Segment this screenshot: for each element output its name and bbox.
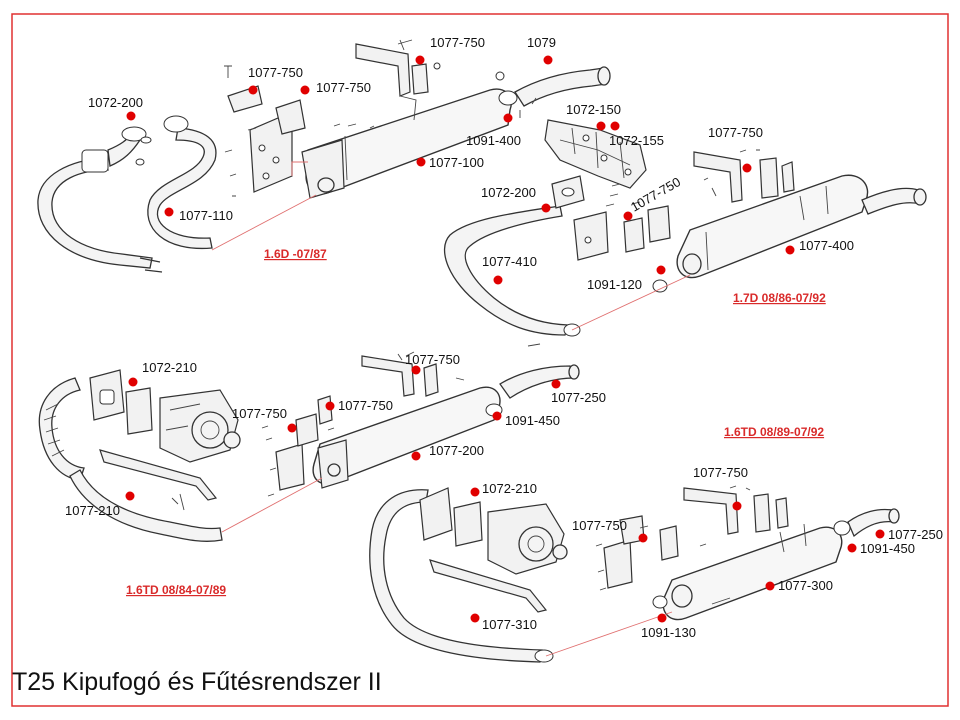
callout-label: 1077-750 (430, 35, 485, 50)
callout-label: 1072-210 (482, 481, 537, 496)
section-label-1-6td-84: 1.6TD 08/84-07/89 (126, 583, 226, 597)
callout-label: 1077-200 (429, 443, 484, 458)
group-1-7d (443, 119, 927, 337)
callout-label: 1077-250 (551, 390, 606, 405)
callout-label: 1077-750 (316, 80, 371, 95)
callout-label: 1091-120 (587, 277, 642, 292)
callout-label: 1077-210 (65, 503, 120, 518)
section-label-1-6d: 1.6D -07/87 (264, 247, 327, 261)
group-1-6td-84 (38, 343, 580, 542)
group-1-6d (37, 39, 611, 273)
section-label-1-6td-89: 1.6TD 08/89-07/92 (724, 425, 824, 439)
callout-label: 1072-210 (142, 360, 197, 375)
callout-label: 1077-410 (482, 254, 537, 269)
page-title: T25 Kipufogó és Fűtésrendszer II (12, 668, 382, 696)
callout-label: 1077-110 (179, 208, 233, 223)
callout-label: 1077-750 (708, 125, 763, 140)
callout-labels: 1072-200 1077-750 1077-750 1077-750 1079… (65, 35, 943, 640)
callout-label: 1077-750 (232, 406, 287, 421)
frame-border (11, 13, 949, 707)
callout-label: 1091-450 (860, 541, 915, 556)
callout-label: 1077-750 (248, 65, 303, 80)
callout-label: 1091-400 (466, 133, 521, 148)
callout-label: 1091-450 (505, 413, 560, 428)
callout-label: 1079 (527, 35, 556, 50)
section-label-1-7d: 1.7D 08/86-07/92 (733, 291, 826, 305)
callout-label: 1077-310 (482, 617, 537, 632)
callout-label: 1077-250 (888, 527, 943, 542)
callout-label: 1077-750 (405, 352, 460, 367)
callout-label: 1072-200 (481, 185, 536, 200)
callout-label: 1072-150 (566, 102, 621, 117)
callout-label: 1077-750 (693, 465, 748, 480)
callout-label: 1091-130 (641, 625, 696, 640)
callout-label: 1072-155 (609, 133, 664, 148)
callout-label: 1077-750 (338, 398, 393, 413)
callout-label: 1077-750 (572, 518, 627, 533)
callout-label: 1077-300 (778, 578, 833, 593)
callout-label: 1072-200 (88, 95, 143, 110)
callout-label: 1077-100 (429, 155, 484, 170)
callout-dots (125, 55, 885, 623)
callout-label: 1077-400 (799, 238, 854, 253)
group-1-6td-89 (369, 485, 900, 663)
